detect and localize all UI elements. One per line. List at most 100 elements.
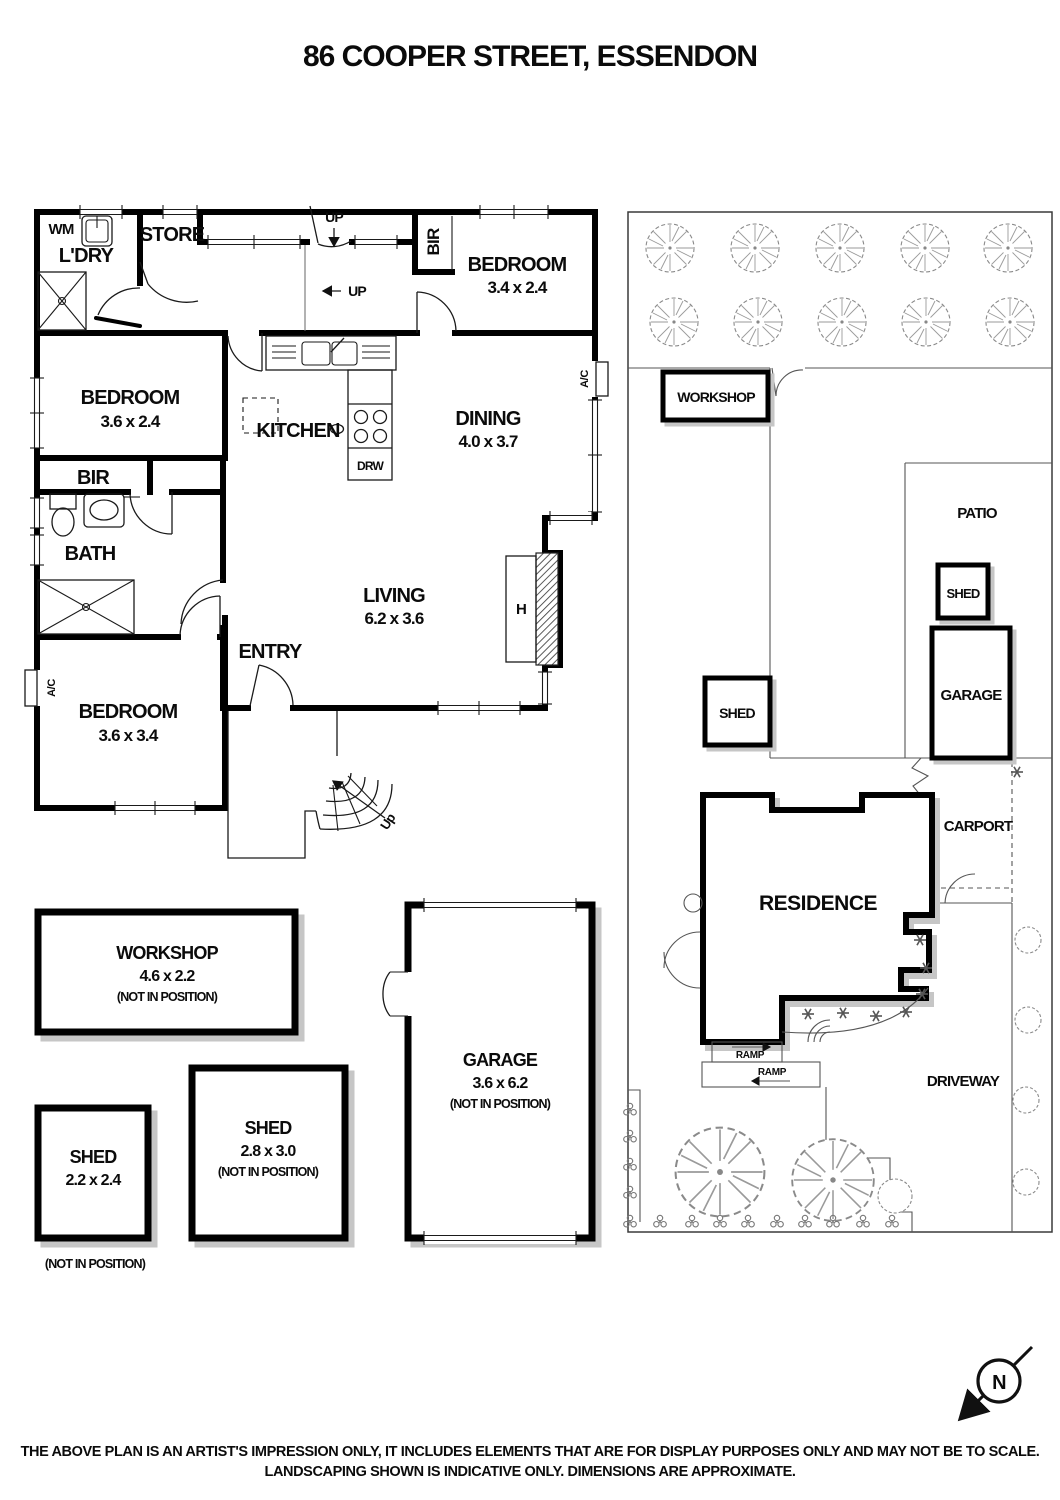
site-shed-left-label: SHED (719, 705, 755, 721)
window (437, 701, 521, 715)
garage-note: (NOT IN POSITION) (450, 1097, 551, 1111)
shed-small-label: SHED (70, 1147, 118, 1167)
garage-dims: 3.6 x 6.2 (472, 1075, 528, 1092)
garage-door-bottom (423, 1231, 577, 1245)
site-ramps: RAMP RAMP (701, 1041, 821, 1088)
ramp-upper-label: RAMP (736, 1050, 765, 1061)
window (479, 205, 549, 219)
window (549, 511, 593, 525)
window (588, 399, 602, 513)
living-label: LIVING (363, 585, 425, 607)
compass-north-label: N (992, 1372, 1006, 1394)
drawers-label: DRW (357, 459, 385, 473)
bedroom-tr-dims: 3.4 x 2.4 (488, 278, 548, 297)
shed-small-note: (NOT IN POSITION) (45, 1257, 146, 1271)
heater: H (505, 550, 563, 668)
workshop-dims: 4.6 x 2.2 (139, 968, 195, 985)
bir-top-right-label: BIR (424, 228, 443, 255)
ac-dining-label: A/C (579, 370, 591, 388)
ac-bedroom-label: A/C (46, 679, 58, 697)
windows (30, 205, 602, 815)
up-hall-label: UP (348, 283, 366, 299)
dining-label: DINING (455, 408, 520, 430)
site-workshop: WORKSHOP (660, 369, 775, 427)
bedroom-tr-label: BEDROOM (468, 254, 567, 276)
site-residence-label: RESIDENCE (759, 892, 878, 915)
shed-mid-box: SHED 2.8 x 3.0 (NOT IN POSITION) (188, 1064, 355, 1248)
up-door-label: UP (325, 209, 343, 225)
disclaimer: THE ABOVE PLAN IS AN ARTIST'S IMPRESSION… (21, 1444, 1041, 1480)
siteplan: WORKSHOP PATIO SHED GARAGE SHED CARPORT … (623, 211, 1053, 1233)
window (354, 235, 398, 249)
north-compass: N (957, 1345, 1034, 1422)
room-labels: WM L'DRY STORE BEDROOM 3.4 x 2.4 BEDROOM… (48, 221, 567, 745)
living-dims: 6.2 x 3.6 (365, 609, 424, 628)
bath-label: BATH (65, 543, 116, 565)
site-driveway: DRIVEWAY (623, 926, 1042, 1232)
window (30, 377, 44, 449)
site-shed-left: SHED (702, 675, 777, 752)
window (114, 801, 196, 815)
window (207, 235, 301, 249)
garage-door-top (423, 898, 577, 912)
site-fences (628, 367, 1052, 1232)
wm-label: WM (48, 221, 73, 238)
workshop-label: WORKSHOP (116, 943, 218, 963)
window (30, 534, 44, 566)
site-patio-label: PATIO (957, 505, 998, 522)
entry-label: ENTRY (238, 641, 303, 663)
kitchen-fixtures: DRW (242, 335, 397, 481)
disclaimer-line2: LANDSCAPING SHOWN IS INDICATIVE ONLY. DI… (265, 1464, 796, 1480)
kitchen-label: KITCHEN (256, 420, 340, 442)
site-carport-label: CARPORT (944, 818, 1013, 835)
window (538, 671, 552, 705)
window (162, 205, 198, 219)
site-shed-top: SHED (935, 562, 995, 625)
store-label: STORE (140, 224, 205, 246)
shower (37, 579, 135, 635)
floorplan: A/C A/C (24, 205, 609, 859)
window (30, 497, 44, 529)
bir-left-label: BIR (77, 467, 110, 489)
shed-small-box: SHED 2.2 x 2.4 (NOT IN POSITION) (34, 1104, 158, 1271)
site-residence: RESIDENCE (663, 792, 940, 1051)
bir-closet: BIR (424, 216, 453, 270)
disclaimer-line1: THE ABOVE PLAN IS AN ARTIST'S IMPRESSION… (21, 1444, 1040, 1460)
bedroom-bl-label: BEDROOM (79, 701, 178, 723)
shed-small-dims: 2.2 x 2.4 (65, 1172, 121, 1189)
laundry-fixtures (37, 215, 113, 331)
workshop-box: WORKSHOP 4.6 x 2.2 (NOT IN POSITION) (34, 908, 305, 1042)
site-garage-label: GARAGE (940, 687, 1002, 704)
doors (97, 205, 457, 707)
garage-box: GARAGE 3.6 x 6.2 (NOT IN POSITION) (382, 898, 602, 1248)
shed-mid-note: (NOT IN POSITION) (218, 1165, 319, 1179)
site-driveway-label: DRIVEWAY (927, 1073, 1000, 1090)
outbuildings: WORKSHOP 4.6 x 2.2 (NOT IN POSITION) SHE… (34, 898, 602, 1271)
page-title: 86 COOPER STREET, ESSENDON (303, 40, 757, 73)
stair-annotations: UP UP (304, 209, 367, 331)
bath-fixtures (37, 493, 140, 635)
site-shed-top-label: SHED (947, 586, 980, 601)
window (79, 205, 123, 219)
site-boundary (627, 211, 1053, 1233)
stove-icon (353, 409, 388, 444)
shed-mid-label: SHED (245, 1118, 293, 1138)
bedroom-left-label: BEDROOM (81, 387, 180, 409)
heater-label: H (516, 601, 526, 618)
garage-label: GARAGE (463, 1050, 538, 1070)
garage-side-door (382, 971, 414, 1017)
ldry-label: L'DRY (59, 245, 115, 267)
compass-circle (976, 1358, 1022, 1404)
bedroom-bl-dims: 3.6 x 3.4 (99, 726, 159, 745)
site-workshop-label: WORKSHOP (677, 389, 755, 405)
laundry-trough (37, 271, 87, 331)
site-garage: GARAGE (929, 625, 1017, 765)
ac-units: A/C A/C (24, 361, 609, 707)
shed-mid-dims: 2.8 x 3.0 (240, 1143, 296, 1160)
workshop-note: (NOT IN POSITION) (117, 990, 218, 1004)
ramp-lower-label: RAMP (758, 1067, 787, 1078)
bedroom-left-dims: 3.6 x 2.4 (101, 412, 161, 431)
dining-dims: 4.0 x 3.7 (459, 432, 518, 451)
